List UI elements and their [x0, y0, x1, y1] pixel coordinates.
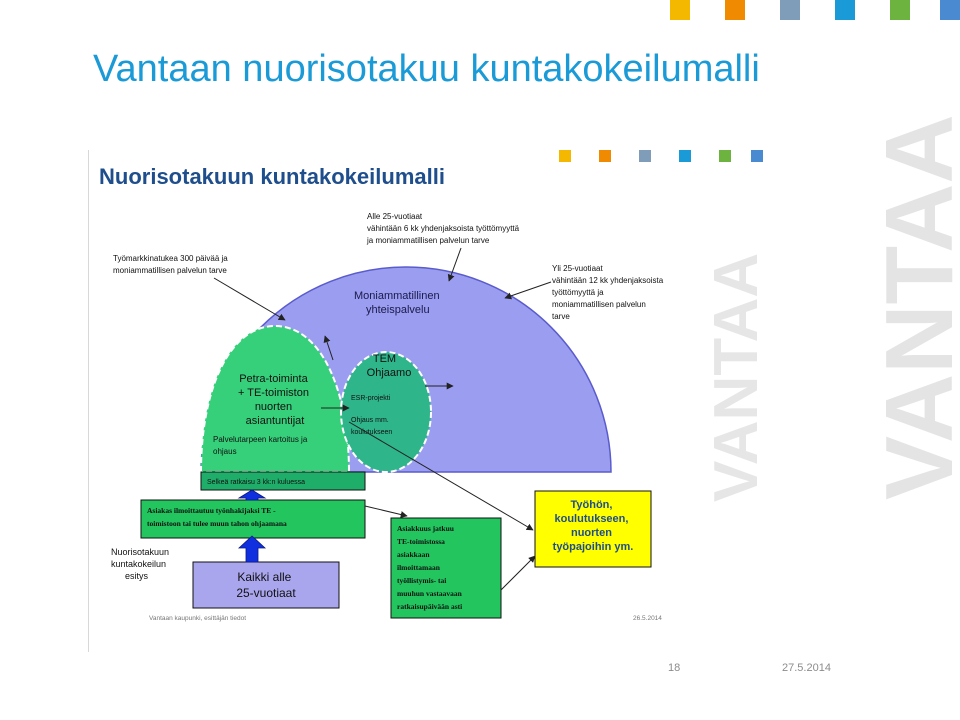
up-arrow-upper [237, 489, 267, 501]
figure-decor-square [719, 150, 731, 162]
tem-esr-label: ESR-projekti [351, 395, 391, 402]
decor-square-yellow [670, 0, 690, 20]
registration-box [140, 499, 366, 539]
figure-watermark-text: VANTAA [702, 253, 761, 502]
arrow-top-note [447, 247, 462, 282]
decor-square-green [890, 0, 910, 20]
decor-square-grey [780, 0, 800, 20]
slide-date: 27.5.2014 [782, 662, 831, 674]
arrow-to-tem [323, 335, 334, 361]
arrow-customership-outcome [500, 555, 536, 591]
left-caption: Nuorisotakuun kuntakokeilun esitys [111, 547, 172, 581]
figure-decor-square [639, 150, 651, 162]
decor-square-blue [835, 0, 855, 20]
petra-label: Petra-toiminta + TE-toimiston nuorten as… [238, 373, 312, 427]
diagram-canvas: VANTAA Moniammatillinen yhteispalvelu Pe… [111, 212, 761, 622]
decor-square-lightblue [940, 0, 960, 20]
decor-square-orange [725, 0, 745, 20]
tem-ellipse [340, 351, 432, 473]
tem-ohjaus-label: Ohjaus mm. koulutukseen [351, 417, 392, 436]
solution-bar-label: Selkeä ratkaisu 3 kk:n kuluessa [207, 479, 305, 486]
figure-footer-right: 26.5.2014 [633, 615, 662, 622]
petra-sub-label: Palvelutarpeen kartoitus ja ohjaus [213, 435, 310, 456]
outcome-box [534, 490, 652, 568]
tem-label: TEM Ohjaamo [367, 353, 412, 379]
page-number: 18 [668, 662, 681, 674]
up-arrow-lower [237, 535, 267, 563]
embedded-diagram-figure: Nuorisotakuun kuntakokeilumalli VANTAA M… [88, 150, 763, 652]
slide-title: Vantaan nuorisotakuu kuntakokeilumalli [93, 48, 760, 90]
arrow-to-customership [364, 505, 408, 518]
all-under-25-label: Kaikki alle 25-vuotiaat [236, 570, 296, 600]
arrow-right-note [504, 281, 552, 300]
figure-title: Nuorisotakuun kuntakokeilumalli [99, 164, 445, 189]
customership-box [390, 517, 502, 619]
figure-decor-square [751, 150, 763, 162]
arrow-left-note [213, 277, 286, 321]
semicircle-label: Moniammatillinen yhteispalvelu [354, 290, 443, 316]
figure-decor-square [679, 150, 691, 162]
top-note: Alle 25-vuotiaat vähintään 6 kk yhdenjak… [366, 212, 521, 245]
outcome-box-label: Työhön, koulutukseen, nuorten työpajoihi… [553, 499, 634, 553]
all-under-25-box [192, 561, 340, 609]
right-note: Yli 25-vuotiaat vähintään 12 kk yhdenjak… [552, 264, 665, 321]
solution-bar [200, 471, 366, 491]
arrow-to-outcome [348, 421, 534, 531]
customership-box-label: Asiakkuus jatkuu TE-toimistossa asiakkaa… [397, 524, 464, 611]
vantaa-watermark-logo: VANTAA [870, 114, 960, 500]
watermark-text: VANTAA [870, 114, 960, 500]
left-note: Työmarkkinatukea 300 päivää ja moniammat… [113, 254, 230, 275]
registration-box-label: Asiakas ilmoittautuu työnhakijaksi TE - … [147, 506, 287, 528]
figure-decor-square [559, 150, 571, 162]
figure-footer-left: Vantaan kaupunki, esittäjän tiedot [149, 615, 246, 622]
figure-decor-square [599, 150, 611, 162]
